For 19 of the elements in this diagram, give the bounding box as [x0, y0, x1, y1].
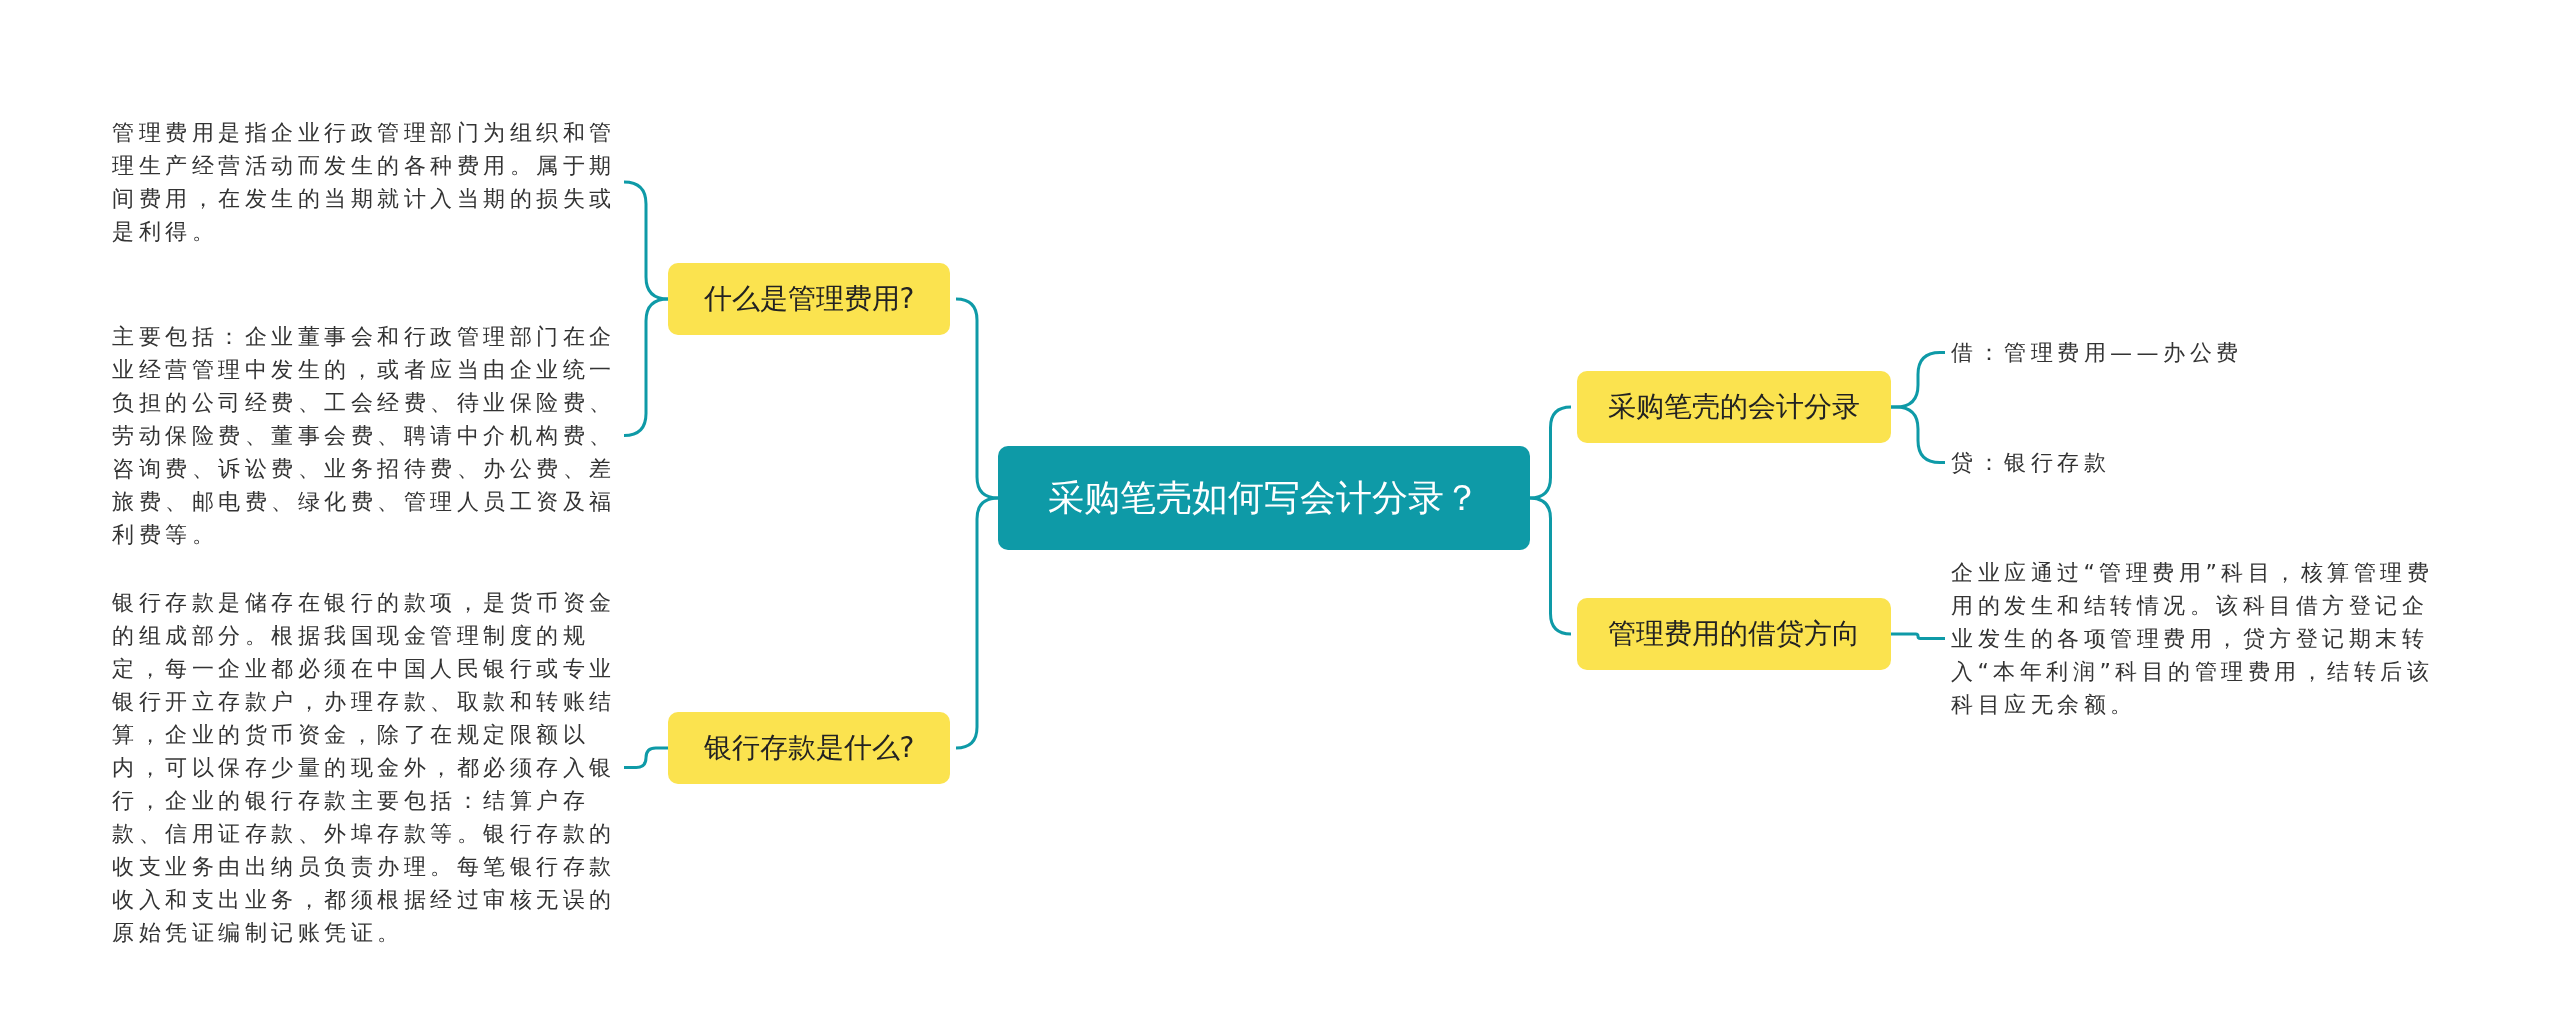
note-text: 企业应通过“管理费用”科目，核算管理费用的发生和结转情况。该科目借方登记企业发生的各项管理费用，贷方登记期末转入“本年利润”科目的管理费用，结转后该科目应无余额。 — [1951, 556, 2451, 721]
connector-line — [954, 496, 1000, 750]
connector-line — [1891, 632, 1945, 640]
connector-line — [1528, 496, 1573, 636]
connector-line — [622, 180, 670, 301]
connector-line — [624, 746, 668, 769]
subtopic-box: 银行存款是什么? — [668, 712, 950, 784]
note-text: 贷：银行存款 — [1951, 446, 2371, 479]
note-text: 主要包括：企业董事会和行政管理部门在企业经营管理中发生的，或者应当由企业统一负担的公司经费、工会经费、待业保险费、劳动保险费、董事会费、聘请中介机构费、咨询费、诉讼费、业务招待费、办公费、差旅费、邮电费、绿化费、管理人员工资及福利费等。 — [112, 320, 618, 551]
note-text: 借：管理费用——办公费 — [1951, 336, 2371, 369]
connector-line — [954, 297, 1000, 500]
connector-line — [622, 297, 670, 437]
note-text: 银行存款是储存在银行的款项，是货币资金的组成部分。根据我国现金管理制度的规定，每一企业都必须在中国人民银行或专业银行开立存款户，办理存款、取款和转账结算，企业的货币资金，除了在规定限额以内，可以保存少量的现金外，都必须存入银行，企业的银行存款主要包括：结算户存款、信用证存款、外埠存款等。银行存款的收支业务由出纳员负责办理。每笔银行存款收入和支出业务，都须根据经过审核无误的原始凭证编制记账凭证。 — [112, 586, 618, 949]
subtopic-box: 管理费用的借贷方向 — [1577, 598, 1891, 670]
topic-box: 采购笔壳如何写会计分录？ — [998, 446, 1530, 550]
subtopic-box: 什么是管理费用? — [668, 263, 950, 335]
connector-line — [1528, 405, 1573, 500]
note-text: 管理费用是指企业行政管理部门为组织和管理生产经营活动而发生的各种费用。属于期间费用，在发生的当期就计入当期的损失或是利得。 — [112, 116, 618, 248]
subtopic-box: 采购笔壳的会计分录 — [1577, 371, 1891, 443]
